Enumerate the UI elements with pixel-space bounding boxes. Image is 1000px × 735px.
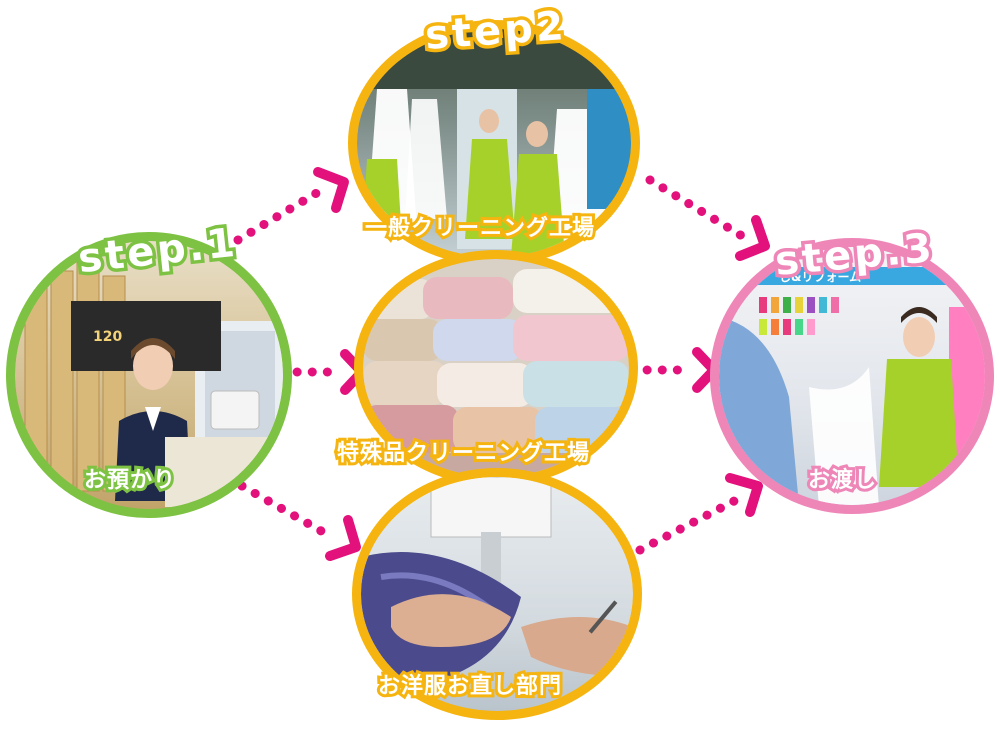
- general-cleaning-caption: 一般クリーニング工場: [362, 213, 597, 244]
- special-cleaning-circle: [354, 250, 638, 486]
- menu-board-price: 120: [93, 329, 122, 345]
- shop-sign-text: し&リフォーム: [779, 270, 861, 284]
- step3-caption: お渡し: [805, 465, 879, 496]
- step1-circle: 120: [6, 232, 292, 518]
- alteration-circle: [352, 468, 642, 720]
- step2-title: step2: [420, 0, 571, 62]
- step1-caption: お預かり: [81, 465, 178, 496]
- delivery-photo: し&リフォーム: [719, 247, 985, 505]
- alteration-caption: お洋服お直し部門: [375, 671, 564, 702]
- general-cleaning-circle: [348, 20, 640, 266]
- special-cleaning-caption: 特殊品クリーニング工場: [334, 438, 592, 469]
- step3-circle: し&リフォーム: [710, 238, 994, 514]
- general-cleaning-photo: [357, 29, 631, 257]
- alteration-photo: [361, 477, 633, 711]
- reception-photo: 120: [15, 241, 283, 509]
